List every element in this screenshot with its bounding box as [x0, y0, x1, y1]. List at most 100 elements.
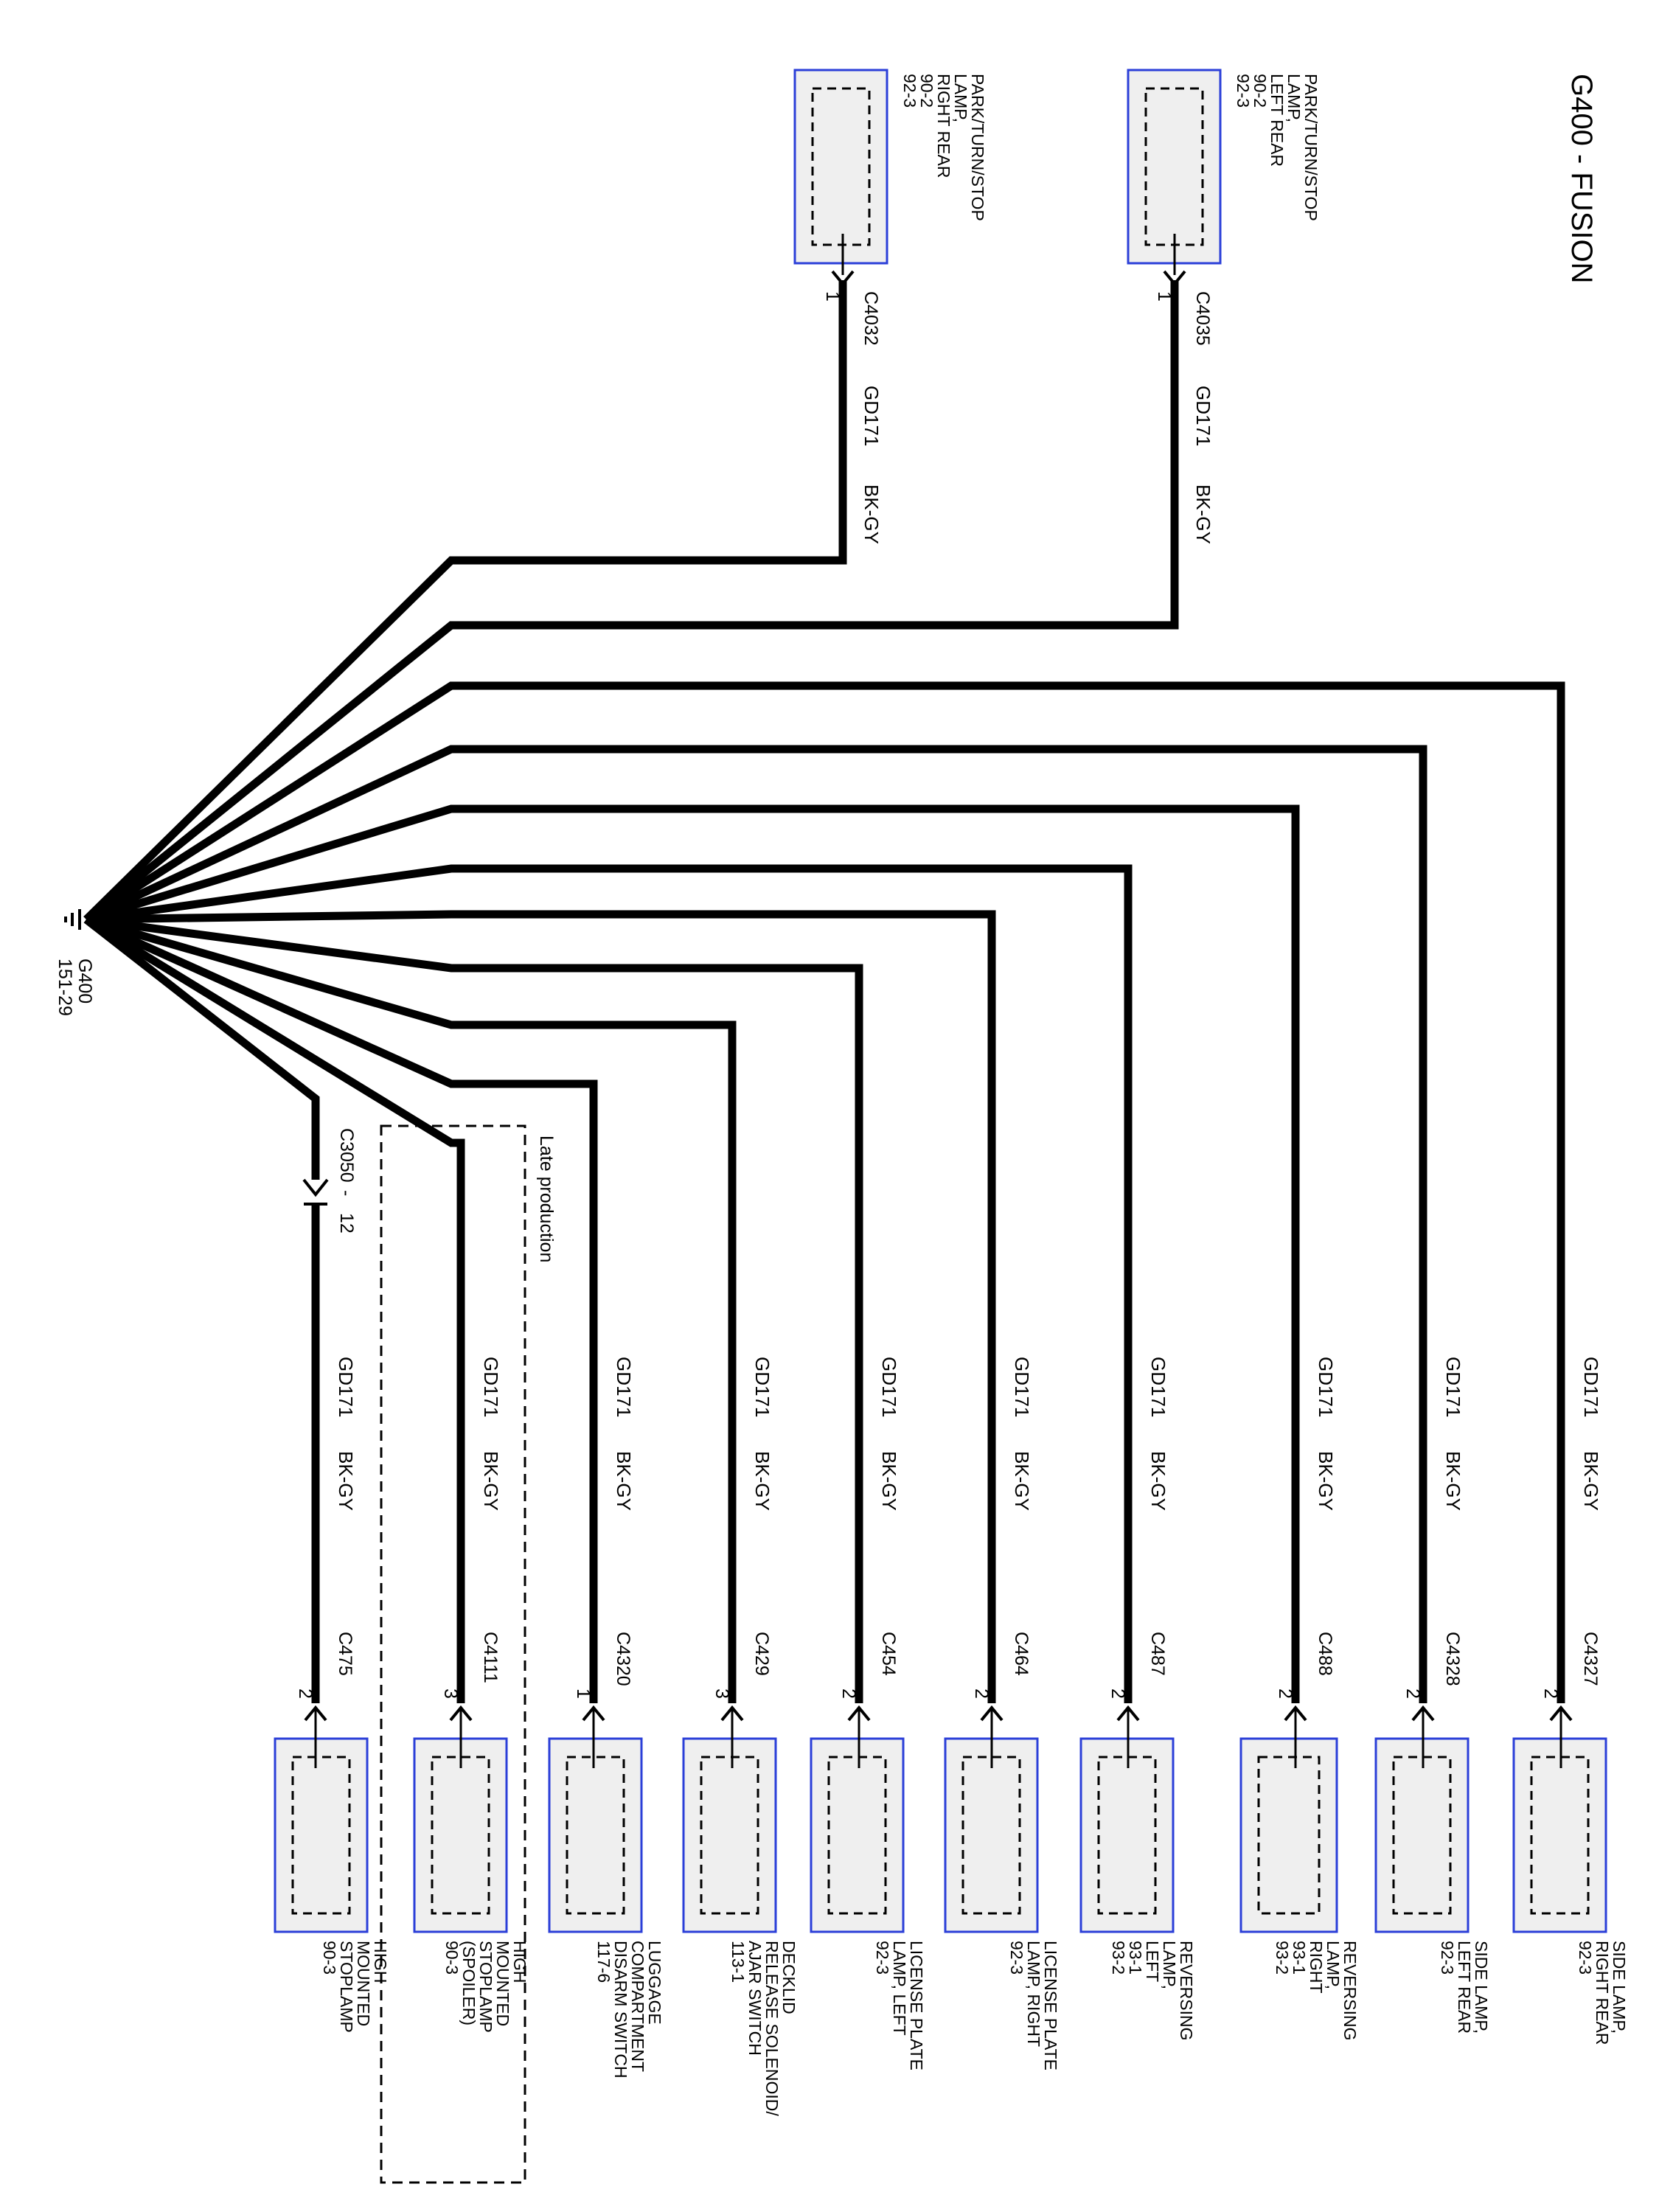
- bottom-c4328-connector: C4328: [1442, 1632, 1463, 1686]
- top-rr-name-line: 90-2: [917, 74, 936, 108]
- bottom-c4111-pin: 3: [440, 1688, 461, 1699]
- bottom-c488-name-line: 93-2: [1273, 1941, 1292, 1975]
- inline-connector-dash: -: [336, 1190, 357, 1196]
- bottom-c4111-component-box: [413, 1737, 508, 1933]
- bottom-c429-name-line: RELEASE SOLENOID/: [762, 1941, 782, 2116]
- bottom-c487-name-line: LEFT: [1143, 1941, 1162, 1982]
- bottom-c4320-name-line: LUGGAGE: [645, 1941, 664, 2025]
- bottom-c464-pin: 2: [971, 1688, 992, 1699]
- bottom-c4328-name-line: SIDE LAMP,: [1472, 1941, 1491, 2034]
- top-lr-name-line: PARK/TURN/STOP: [1301, 74, 1321, 221]
- top-rr-wire-id: GD171: [860, 386, 883, 446]
- top-rr-name-line: RIGHT REAR: [934, 74, 953, 178]
- bottom-c4327-wire-id: GD171: [1580, 1357, 1602, 1417]
- bottom-c488-connector: C488: [1315, 1632, 1335, 1676]
- top-lr-connector-icon: [1163, 270, 1186, 287]
- bottom-c4111-name-line: (SPOILER): [459, 1941, 479, 2025]
- bottom-c488-pin: 2: [1275, 1688, 1295, 1699]
- bottom-c4327-wire-color: BK-GY: [1580, 1451, 1602, 1511]
- ground-name: G400: [74, 959, 95, 1004]
- bottom-c4328-wire-color: BK-GY: [1442, 1451, 1464, 1511]
- bottom-c475-component-inner: [291, 1756, 351, 1915]
- top-lr-name-line: LAMP,: [1284, 74, 1304, 122]
- bottom-c4327-wire: [84, 681, 1565, 1703]
- top-lr-name-line: LEFT REAR: [1267, 74, 1287, 167]
- bottom-c4320-component-inner: [566, 1756, 625, 1915]
- bottom-c4320-connector-icon: [582, 1705, 605, 1722]
- bottom-c429-connector: C429: [751, 1632, 772, 1676]
- bottom-c487-connector: C487: [1147, 1632, 1168, 1676]
- bottom-c4320-component[interactable]: C43201GD171BK-GYLUGGAGECOMPARTMENTDISARM…: [548, 1357, 664, 2079]
- bottom-c487-pin: 2: [1107, 1688, 1128, 1699]
- bottom-c4327-component-box: [1512, 1737, 1607, 1933]
- bottom-c488-name-line: RIGHT: [1307, 1941, 1326, 1994]
- top-lr-component[interactable]: C40351GD171BK-GYPARK/TURN/STOPLAMP,LEFT …: [1127, 69, 1321, 544]
- bottom-c4320-wire: [84, 915, 598, 1703]
- bottom-c4111-component[interactable]: C41113GD171BK-GYHIGHMOUNTEDSTOPLAMP(SPOI…: [413, 1357, 529, 2033]
- component-group: C40351GD171BK-GYPARK/TURN/STOPLAMP,LEFT …: [274, 69, 1629, 2116]
- top-rr-component[interactable]: C40321GD171BK-GYPARK/TURN/STOPLAMP,RIGHT…: [793, 69, 987, 544]
- bottom-c454-name-line: LAMP, LEFT: [890, 1941, 909, 2036]
- bottom-c488-component[interactable]: C4882GD171BK-GYREVERSINGLAMP,RIGHT93-193…: [1239, 1357, 1360, 2040]
- top-rr-connector-icon: [831, 270, 855, 287]
- bottom-c464-name-line: LAMP, RIGHT: [1024, 1941, 1043, 2047]
- bottom-c464-connector-icon: [980, 1705, 1004, 1722]
- inline-connector-name: C3050: [336, 1128, 357, 1183]
- top-rr-connector: C4032: [860, 291, 881, 346]
- bottom-c464-wire-id: GD171: [1011, 1357, 1033, 1417]
- bottom-c4327-pin: 2: [1540, 1688, 1561, 1699]
- top-rr-name-line: LAMP,: [951, 74, 970, 122]
- bottom-c487-wire-id: GD171: [1147, 1357, 1169, 1417]
- bottom-c4320-component-box: [548, 1737, 643, 1933]
- bottom-c4111-name-line: STOPLAMP: [476, 1941, 495, 2033]
- bottom-c488-wire: [85, 804, 1300, 1703]
- bottom-c454-name-line: 92-3: [873, 1941, 892, 1975]
- bottom-c475-wire: [83, 916, 320, 1703]
- bottom-c487-wire: [86, 864, 1133, 1703]
- bottom-c4328-name-line: 92-3: [1438, 1941, 1457, 1975]
- bottom-c475-name-line: HIGH: [371, 1941, 390, 1983]
- bottom-c487-component[interactable]: C4872GD171BK-GYREVERSINGLAMP,LEFT93-193-…: [1079, 1357, 1196, 2040]
- bottom-c487-component-inner: [1097, 1756, 1157, 1915]
- bottom-c488-component-box: [1239, 1737, 1338, 1933]
- bottom-c454-component-inner: [827, 1756, 887, 1915]
- bottom-c4328-pin: 2: [1402, 1688, 1423, 1699]
- bottom-c4111-name-line: HIGH: [510, 1941, 529, 1983]
- top-rr-component-box: [793, 69, 888, 265]
- bottom-c4327-component-inner: [1530, 1756, 1590, 1915]
- top-lr-pin: 1: [1154, 291, 1175, 302]
- bottom-c464-connector: C464: [1011, 1632, 1032, 1676]
- bottom-c488-wire-color: BK-GY: [1315, 1451, 1337, 1511]
- top-rr-pin: 1: [822, 291, 843, 302]
- bottom-c464-wire: [86, 910, 996, 1703]
- bottom-c4328-component-inner: [1392, 1756, 1452, 1915]
- bottom-c4111-component-inner: [431, 1756, 490, 1915]
- bottom-c4327-name-line: SIDE LAMP,: [1610, 1941, 1629, 2034]
- bottom-c429-component-box: [682, 1737, 777, 1933]
- bottom-c429-name-line: DECKLID: [779, 1941, 799, 2014]
- bottom-c475-wire-id: GD171: [335, 1357, 357, 1417]
- bottom-c4111-name-line: MOUNTED: [493, 1941, 512, 2026]
- bottom-c488-name-line: LAMP,: [1324, 1941, 1343, 1989]
- bottom-c4320-name-line: COMPARTMENT: [628, 1941, 647, 2072]
- inline-connector-pin: 12: [336, 1213, 357, 1234]
- bottom-c464-name-line: 92-3: [1007, 1941, 1026, 1975]
- bottom-c475-wire-color: BK-GY: [335, 1451, 357, 1511]
- bottom-c429-connector-icon: [720, 1705, 744, 1722]
- bottom-c487-name-line: 93-2: [1109, 1941, 1128, 1975]
- top-lr-name-line: 92-3: [1234, 74, 1253, 108]
- bottom-c4111-wire: [84, 916, 465, 1703]
- bottom-c464-component-inner: [961, 1756, 1021, 1915]
- bottom-c4327-name-line: RIGHT REAR: [1593, 1941, 1612, 2045]
- bottom-c475-pin: 2: [295, 1688, 316, 1699]
- bottom-c4111-wire-id: GD171: [480, 1357, 502, 1417]
- top-lr-connector: C4035: [1192, 291, 1213, 346]
- bottom-c488-name-line: 93-1: [1290, 1941, 1309, 1975]
